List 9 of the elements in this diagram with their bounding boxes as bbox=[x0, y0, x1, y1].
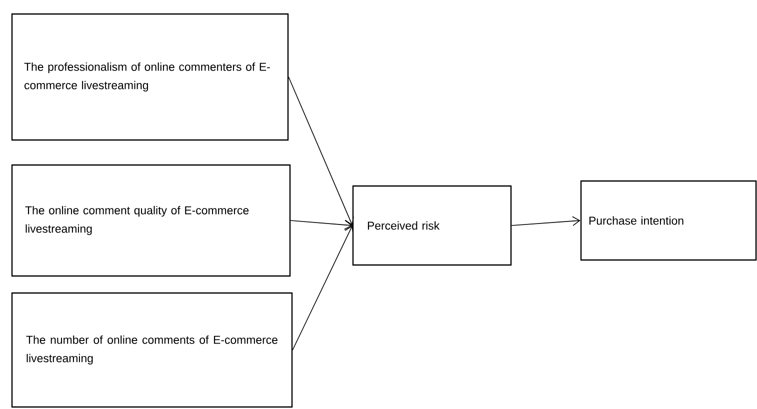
arrow bbox=[290, 220, 352, 230]
process-box: The professionalism of online commenters of E-commerce livestreaming bbox=[11, 13, 289, 141]
process-box: The online comment quality of E-commerce livestreaming bbox=[11, 164, 291, 277]
process-box: Perceived risk bbox=[352, 185, 512, 266]
arrow bbox=[288, 76, 354, 226]
process-box: The number of online comments of E-commerce livestreaming bbox=[11, 292, 293, 408]
process-box: Purchase intention bbox=[580, 180, 757, 261]
arrow bbox=[511, 216, 580, 226]
arrow bbox=[292, 226, 354, 350]
